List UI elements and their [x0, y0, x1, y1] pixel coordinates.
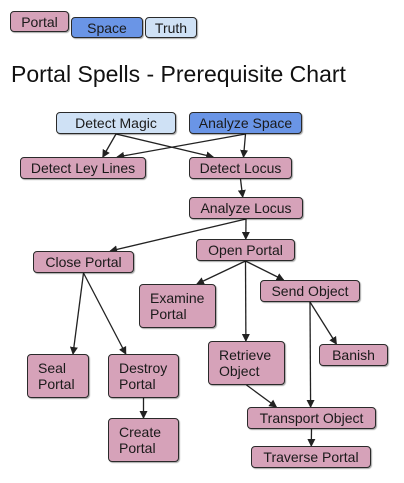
chart-title: Portal Spells - Prerequisite Chart	[11, 61, 346, 87]
node-retrieve-object: Retrieve Object	[208, 341, 285, 385]
node-traverse-portal: Traverse Portal	[251, 446, 371, 468]
edge-send-object-to-transport-object	[306, 301, 315, 408]
legend-portal: Portal	[10, 11, 69, 32]
node-examine-portal: Examine Portal	[139, 284, 216, 328]
edge-open-portal-to-examine-portal	[196, 260, 246, 285]
node-detect-locus: Detect Locus	[189, 157, 292, 179]
edge-analyze-space-to-detect-ley-lines	[116, 133, 246, 160]
legend-truth: Truth	[145, 17, 197, 38]
edge-detect-magic-to-detect-locus	[115, 133, 215, 160]
node-destroy-portal: Destroy Portal	[108, 354, 179, 398]
node-create-portal: Create Portal	[108, 418, 179, 462]
edge-detect-locus-to-analyze-locus	[237, 178, 246, 198]
edge-detect-magic-to-detect-ley-lines	[102, 133, 117, 158]
edge-send-object-to-banish	[309, 301, 337, 345]
node-send-object: Send Object	[260, 280, 360, 302]
edge-close-portal-to-seal-portal	[69, 272, 85, 355]
edge-open-portal-to-send-object	[245, 260, 285, 281]
node-transport-object: Transport Object	[247, 407, 376, 429]
node-close-portal: Close Portal	[33, 251, 134, 273]
node-open-portal: Open Portal	[196, 239, 295, 261]
node-banish: Banish	[319, 344, 388, 366]
node-analyze-space: Analyze Space	[189, 112, 302, 134]
edge-analyze-space-to-detect-locus	[240, 133, 249, 158]
edge-close-portal-to-destroy-portal	[82, 272, 127, 355]
node-analyze-locus: Analyze Locus	[189, 197, 303, 219]
node-detect-magic: Detect Magic	[56, 112, 176, 134]
node-seal-portal: Seal Portal	[27, 354, 89, 398]
node-detect-ley-lines: Detect Ley Lines	[20, 157, 146, 179]
legend-space: Space	[71, 17, 143, 38]
edge-retrieve-object-to-transport-object	[246, 384, 278, 408]
